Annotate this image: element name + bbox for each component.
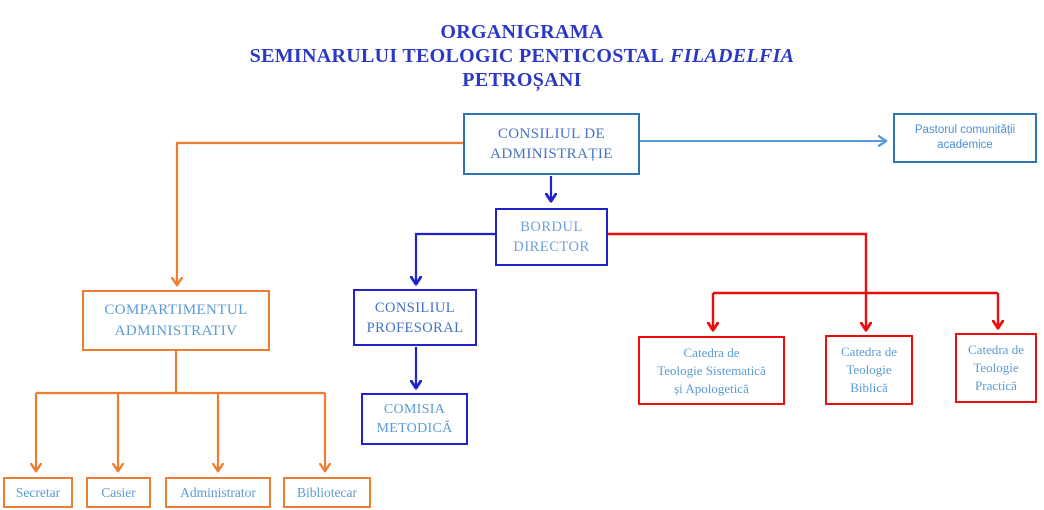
title-line-1: ORGANIGRAMA (440, 21, 604, 43)
node-administrator: Administrator (165, 477, 271, 508)
node-catedra-practica-label: Catedra de Teologie Practică (968, 342, 1024, 393)
node-bibliotecar-label: Bibliotecar (297, 484, 357, 500)
node-pastorul-comunitatii: Pastorul comunității academice (893, 113, 1037, 163)
node-secretar: Secretar (3, 477, 73, 508)
node-consiliul-administratie-label: CONSILIUL DE ADMINISTRAȚIE (490, 126, 613, 162)
node-compartimentul-administrativ: COMPARTIMENTUL ADMINISTRATIV (82, 290, 270, 351)
connector-bord-catedra-biblica (607, 232, 866, 329)
node-catedra-biblica: Catedra de Teologie Biblică (825, 335, 913, 405)
node-compartimentul-administrativ-label: COMPARTIMENTUL ADMINISTRATIV (104, 301, 248, 339)
node-consiliul-administratie: CONSILIUL DE ADMINISTRAȚIE (463, 113, 640, 175)
node-bordul-director: BORDUL DIRECTOR (495, 208, 608, 266)
node-bordul-director-label: BORDUL DIRECTOR (513, 219, 590, 255)
title-line-2-regular: SEMINARULUI TEOLOGIC PENTICOSTAL (249, 45, 665, 67)
node-catedra-biblica-label: Catedra de Teologie Biblică (841, 344, 897, 395)
connector-administratie-compartiment (171, 141, 463, 287)
node-pastorul-comunitatii-label: Pastorul comunității academice (914, 124, 1016, 151)
node-catedra-practica: Catedra de Teologie Practică (955, 333, 1037, 403)
node-administrator-label: Administrator (180, 484, 256, 500)
node-casier-label: Casier (101, 484, 136, 500)
node-comisia-metodica-label: COMISIA METODICĂ (376, 402, 453, 436)
node-consiliul-profesoral-label: CONSILIUL PROFESORAL (366, 299, 464, 336)
node-casier: Casier (86, 477, 151, 508)
title-line-3: PETROȘANI (462, 69, 582, 91)
chart-title: ORGANIGRAMA SEMINARULUI TEOLOGIC PENTICO… (0, 20, 1044, 92)
node-comisia-metodica: COMISIA METODICĂ (361, 393, 468, 445)
connector-bord-profesoral (416, 232, 495, 283)
node-consiliul-profesoral: CONSILIUL PROFESORAL (353, 289, 477, 346)
title-line-2-italic: FILADELFIA (670, 45, 795, 67)
node-secretar-label: Secretar (15, 484, 61, 500)
node-catedra-sistematica: Catedra de Teologie Sistematică și Apolo… (638, 336, 785, 405)
node-catedra-sistematica-label: Catedra de Teologie Sistematică și Apolo… (657, 344, 766, 396)
node-bibliotecar: Bibliotecar (283, 477, 371, 508)
